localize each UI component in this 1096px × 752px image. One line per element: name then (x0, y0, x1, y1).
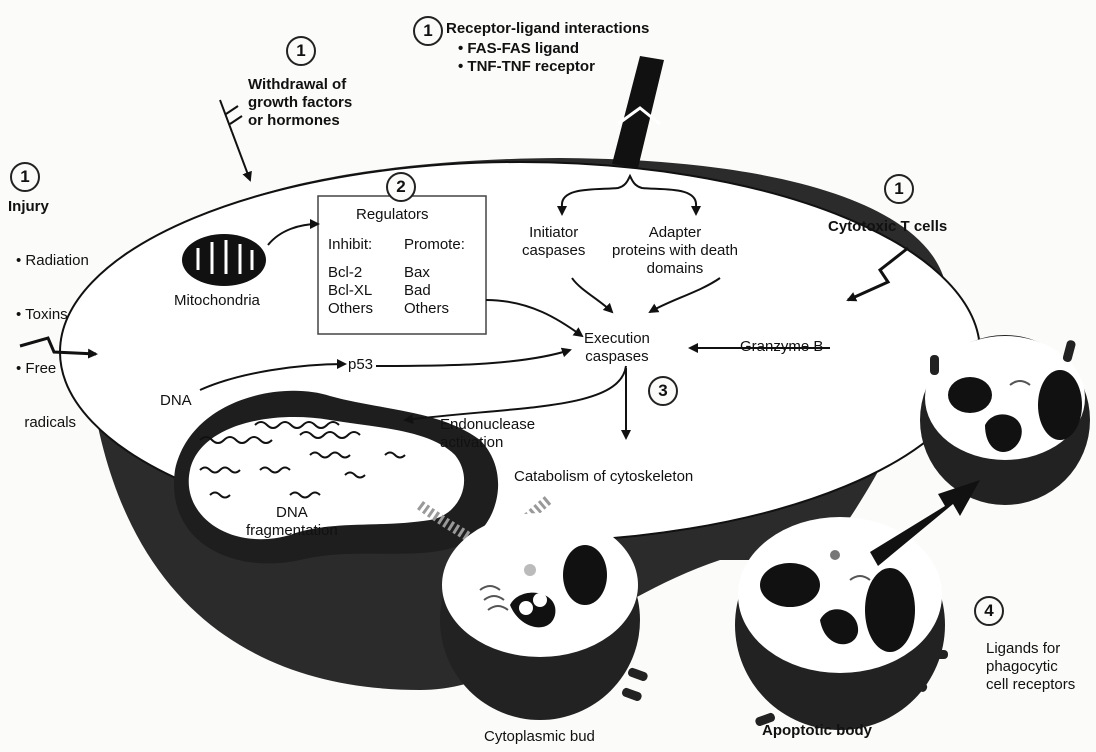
dna-fragmentation-line: fragmentation (246, 522, 338, 540)
promote-item: Bax (404, 264, 449, 282)
ligands-line: cell receptors (986, 676, 1075, 694)
injury-item: • Toxins (16, 306, 89, 324)
step-number-execution: 3 (648, 376, 678, 406)
step-number-withdrawal: 1 (286, 36, 316, 66)
p53-label: p53 (348, 356, 373, 374)
mitochondrion (182, 234, 266, 286)
inhibit-list: Bcl-2 Bcl-XL Others (328, 264, 373, 318)
dna-fragmentation-line: DNA (246, 504, 338, 522)
ligands-label: Ligands for phagocytic cell receptors (986, 640, 1075, 694)
initiator-line: caspases (522, 242, 585, 260)
receptor-title: Receptor-ligand interactions (446, 20, 649, 38)
withdrawal-line: growth factors (248, 94, 352, 112)
step-number-ligands: 4 (974, 596, 1004, 626)
step-number-receptor: 1 (413, 16, 443, 46)
initiator-label: Initiator caspases (522, 224, 585, 260)
initiator-line: Initiator (522, 224, 585, 242)
withdrawal-line: or hormones (248, 112, 352, 130)
endonuclease-line: activation (440, 434, 535, 452)
injury-item: • Radiation (16, 252, 89, 270)
execution-line: caspases (584, 348, 650, 366)
inhibit-heading: Inhibit: (328, 236, 372, 254)
promote-item: Others (404, 300, 449, 318)
catabolism-label: Catabolism of cytoskeleton (514, 468, 693, 486)
cytoplasmic-bud-cell (440, 513, 649, 720)
adapter-line: Adapter (612, 224, 738, 242)
dna-label: DNA (160, 392, 192, 410)
dna-fragmentation-label: DNA fragmentation (246, 504, 338, 540)
receptor-bar (612, 56, 664, 168)
step-number-injury: 1 (10, 162, 40, 192)
injury-item: radicals (16, 414, 89, 432)
injury-title: Injury (8, 198, 49, 216)
withdrawal-line: Withdrawal of (248, 76, 352, 94)
promote-heading: Promote: (404, 236, 465, 254)
adapter-label: Adapter proteins with death domains (612, 224, 738, 278)
inhibit-item: Bcl-XL (328, 282, 373, 300)
promote-list: Bax Bad Others (404, 264, 449, 318)
ligands-line: phagocytic (986, 658, 1075, 676)
cytoplasmic-bud-label: Cytoplasmic bud (484, 728, 595, 746)
granzyme-label: Granzyme B (740, 338, 823, 356)
apoptotic-body-upper (920, 335, 1090, 505)
withdrawal-label: Withdrawal of growth factors or hormones (248, 76, 352, 130)
adapter-line: proteins with death (612, 242, 738, 260)
promote-item: Bad (404, 282, 449, 300)
execution-label: Execution caspases (584, 330, 650, 366)
mitochondria-label: Mitochondria (174, 292, 260, 310)
execution-line: Execution (584, 330, 650, 348)
withdrawal-break (220, 100, 242, 132)
endonuclease-label: Endonuclease activation (440, 416, 535, 452)
cytotoxic-label: Cytotoxic T cells (828, 218, 947, 236)
step-number-cytotoxic: 1 (884, 174, 914, 204)
apoptotic-body-label: Apoptotic body (762, 722, 872, 740)
regulators-title: Regulators (356, 206, 429, 224)
step-number-regulators: 2 (386, 172, 416, 202)
receptor-item: • FAS-FAS ligand (458, 40, 595, 58)
ligands-line: Ligands for (986, 640, 1075, 658)
apoptotic-body-lower (735, 517, 948, 730)
adapter-line: domains (612, 260, 738, 278)
injury-item: • Free (16, 360, 89, 378)
inhibit-item: Bcl-2 (328, 264, 373, 282)
injury-items: • Radiation • Toxins • Free radicals (16, 216, 89, 468)
inhibit-item: Others (328, 300, 373, 318)
receptor-items: • FAS-FAS ligand • TNF-TNF receptor (458, 40, 595, 76)
receptor-item: • TNF-TNF receptor (458, 58, 595, 76)
endonuclease-line: Endonuclease (440, 416, 535, 434)
